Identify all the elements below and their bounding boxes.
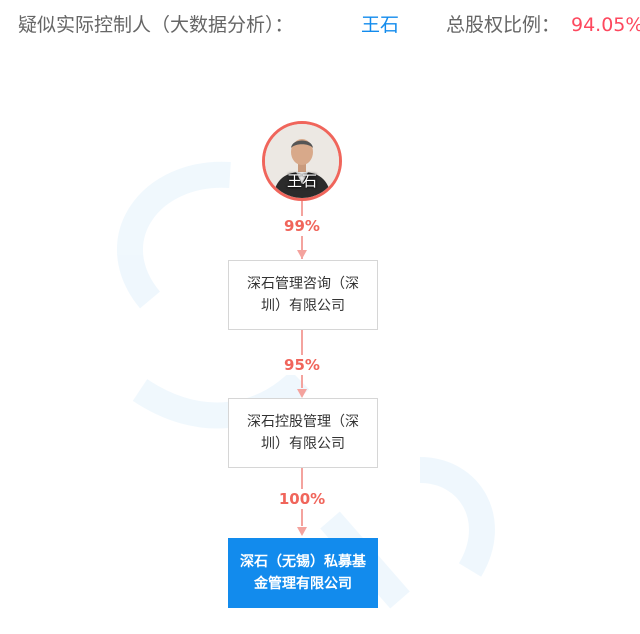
edge-arrow-3 [297,527,307,536]
edge-percent-1: 99% [262,216,342,236]
target-company-node[interactable]: 深石（无锡）私募基金管理有限公司 [228,538,378,608]
controller-label: 疑似实际控制人（大数据分析）： [18,14,294,36]
edge-arrow-2 [297,389,307,398]
edge-percent-2: 95% [262,355,342,375]
equity-ratio-label: 总股权比例： [446,14,561,36]
header: 疑似实际控制人（大数据分析）： 王石 总股权比例： 94.05% [18,10,640,40]
person-name-label: 王石 [286,172,317,190]
equity-ratio-value: 94.05% [571,14,640,36]
edge-percent-3: 100% [262,489,342,509]
controller-person-node[interactable]: 王石 [262,121,342,201]
person-avatar [265,124,339,198]
controller-name-link[interactable]: 王石 [361,14,400,36]
edge-arrow-1 [297,250,307,259]
company-node-1[interactable]: 深石管理咨询（深圳）有限公司 [228,260,378,330]
company-node-2[interactable]: 深石控股管理（深圳）有限公司 [228,398,378,468]
